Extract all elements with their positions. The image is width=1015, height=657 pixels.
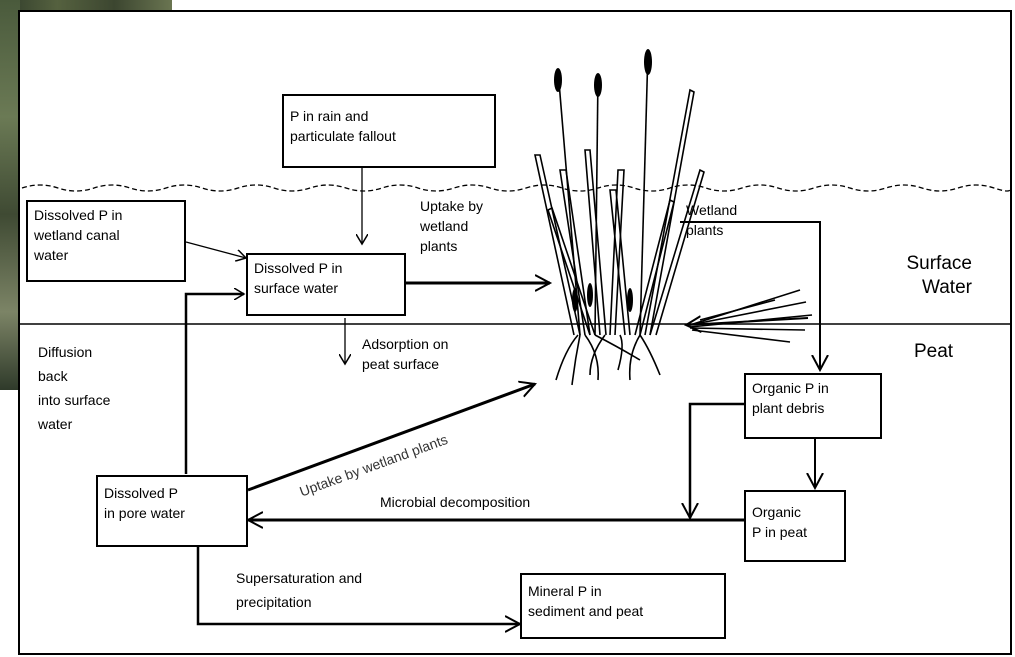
- box-mineral: Mineral P in sediment and peat: [520, 573, 726, 639]
- label-supersaturation: Supersaturation and precipitation: [236, 566, 362, 614]
- box-canal-line1: Dissolved P in: [34, 205, 178, 225]
- box-pore-line2: in pore water: [104, 503, 240, 523]
- label-adsorption-line1: Adsorption on: [362, 334, 448, 354]
- box-plant-debris: Organic P in plant debris: [744, 373, 882, 439]
- label-diffusion-line4: water: [38, 412, 110, 436]
- label-wetland-line1: Wetland: [686, 200, 737, 220]
- label-microbial: Microbial decomposition: [380, 492, 530, 512]
- label-wetland-plants: Wetland plants: [686, 200, 737, 240]
- box-debris-line1: Organic P in: [752, 378, 874, 398]
- label-diffusion-line2: back: [38, 364, 110, 388]
- box-pore-line1: Dissolved P: [104, 483, 240, 503]
- box-peat-line1: Organic: [752, 502, 838, 522]
- label-uptake-line3: plants: [420, 236, 483, 256]
- box-mineral-line2: sediment and peat: [528, 601, 718, 621]
- arrow-diffusion: [186, 294, 244, 474]
- label-adsorption: Adsorption on peat surface: [362, 334, 448, 374]
- arrow-debris-decomposition: [690, 404, 746, 518]
- label-diffusion-line3: into surface: [38, 388, 110, 412]
- label-supersaturation-line1: Supersaturation and: [236, 566, 362, 590]
- label-diffusion-line1: Diffusion: [38, 340, 110, 364]
- box-canal-line2: wetland canal: [34, 225, 178, 245]
- arrow-plants-to-debris: [680, 222, 820, 370]
- box-surface-water: Dissolved P in surface water: [246, 253, 406, 316]
- label-surface-water-line1: Surface: [888, 252, 972, 276]
- box-surface-line2: surface water: [254, 278, 398, 298]
- label-surface-water: Surface Water: [888, 252, 972, 300]
- label-diffusion: Diffusion back into surface water: [38, 340, 110, 436]
- box-mineral-line1: Mineral P in: [528, 581, 718, 601]
- box-canal-line3: water: [34, 245, 178, 265]
- box-canal-water: Dissolved P in wetland canal water: [26, 200, 186, 282]
- box-peat-line2: P in peat: [752, 522, 838, 542]
- water-surface-line: [22, 185, 1010, 191]
- label-supersaturation-line2: precipitation: [236, 590, 362, 614]
- box-rain-line1: P in rain and: [290, 106, 488, 126]
- box-debris-line2: plant debris: [752, 398, 874, 418]
- label-adsorption-line2: peat surface: [362, 354, 448, 374]
- arrow-uptake-pore: [248, 384, 535, 490]
- label-uptake: Uptake by wetland plants: [420, 196, 483, 256]
- box-rain-line2: particulate fallout: [290, 126, 488, 146]
- box-surface-line1: Dissolved P in: [254, 258, 398, 278]
- label-uptake-line2: wetland: [420, 216, 483, 236]
- box-peat: Organic P in peat: [744, 490, 846, 562]
- label-surface-water-line2: Water: [888, 276, 972, 300]
- label-uptake-line1: Uptake by: [420, 196, 483, 216]
- cattail-plants: [535, 50, 812, 385]
- arrow-canal-to-surface: [186, 242, 246, 258]
- label-wetland-line2: plants: [686, 220, 737, 240]
- box-pore-water: Dissolved P in pore water: [96, 475, 248, 547]
- label-peat-zone: Peat: [914, 340, 953, 364]
- box-rain-fallout: P in rain and particulate fallout: [282, 94, 496, 168]
